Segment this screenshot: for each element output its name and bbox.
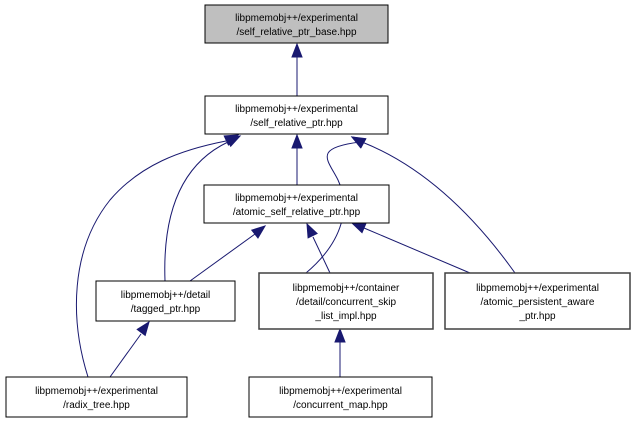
- node-label-line: /self_relative_ptr.hpp: [250, 118, 343, 129]
- arrowhead-icon: [291, 133, 303, 149]
- node-label-line: libpmemobj++/experimental: [235, 13, 358, 24]
- node-label-line: /radix_tree.hpp: [63, 400, 130, 411]
- node-box: [258, 272, 434, 330]
- node-n1[interactable]: libpmemobj++/experimental/self_relative_…: [204, 95, 389, 135]
- arrowhead-icon: [136, 320, 150, 337]
- arrowhead-icon: [223, 134, 240, 146]
- node-label-line: _list_impl.hpp: [314, 311, 377, 322]
- node-label-line: libpmemobj++/experimental: [476, 283, 599, 294]
- node-label-line: /tagged_ptr.hpp: [131, 304, 201, 315]
- edge-line: [76, 140, 227, 378]
- node-label-line: /atomic_persistent_aware: [481, 297, 595, 308]
- node-box: [204, 4, 389, 44]
- edge-n5-n1: [350, 136, 516, 274]
- edge-line: [305, 141, 361, 274]
- arrowhead-icon: [291, 42, 303, 58]
- node-box: [95, 280, 236, 322]
- arrowhead-icon: [350, 136, 367, 149]
- node-n2[interactable]: libpmemobj++/experimental/atomic_self_re…: [203, 184, 390, 224]
- node-label-line: _ptr.hpp: [518, 311, 556, 322]
- arrowhead-icon: [250, 225, 267, 239]
- node-n3[interactable]: libpmemobj++/detail/tagged_ptr.hpp: [95, 280, 236, 322]
- node-label-line: libpmemobj++/experimental: [235, 104, 358, 115]
- edge-n4-n2: [306, 222, 331, 274]
- node-label-line: /detail/concurrent_skip: [296, 297, 396, 308]
- node-n4[interactable]: libpmemobj++/container/detail/concurrent…: [258, 272, 434, 330]
- node-label-line: libpmemobj++/experimental: [235, 193, 358, 204]
- node-box: [444, 272, 631, 330]
- edge-n6-n3: [109, 320, 150, 378]
- node-n5[interactable]: libpmemobj++/experimental/atomic_persist…: [444, 272, 631, 330]
- arrowhead-icon: [334, 327, 346, 343]
- node-label-line: /concurrent_map.hpp: [293, 400, 388, 411]
- edge-line: [164, 141, 229, 282]
- node-label-line: /atomic_self_relative_ptr.hpp: [233, 207, 361, 218]
- node-n7[interactable]: libpmemobj++/experimental/concurrent_map…: [248, 376, 433, 418]
- edge-line: [312, 236, 331, 274]
- edge-n5-n2: [350, 222, 471, 274]
- edge-n7-n4: [334, 327, 346, 377]
- node-box: [203, 184, 390, 224]
- arrowhead-icon: [350, 222, 367, 234]
- edge-line: [189, 233, 256, 282]
- edge-line: [363, 227, 471, 274]
- node-label-line: /self_relative_ptr_base.hpp: [236, 27, 357, 38]
- edge-n2-n1: [291, 133, 303, 185]
- edge-line: [109, 333, 142, 378]
- arrowhead-icon: [306, 222, 318, 239]
- node-box: [5, 376, 188, 418]
- node-n6[interactable]: libpmemobj++/experimental/radix_tree.hpp: [5, 376, 188, 418]
- node-label-line: libpmemobj++/detail: [121, 290, 211, 301]
- node-n0: libpmemobj++/experimental/self_relative_…: [204, 4, 389, 44]
- edge-n3-n2: [189, 225, 267, 282]
- node-label-line: libpmemobj++/container: [293, 283, 400, 294]
- node-label-line: libpmemobj++/experimental: [279, 386, 402, 397]
- node-box: [248, 376, 433, 418]
- node-box: [204, 95, 389, 135]
- edge-n6-n1: [76, 134, 240, 378]
- edge-n1-n0: [291, 42, 303, 96]
- edge-line: [361, 141, 516, 274]
- node-label-line: libpmemobj++/experimental: [35, 386, 158, 397]
